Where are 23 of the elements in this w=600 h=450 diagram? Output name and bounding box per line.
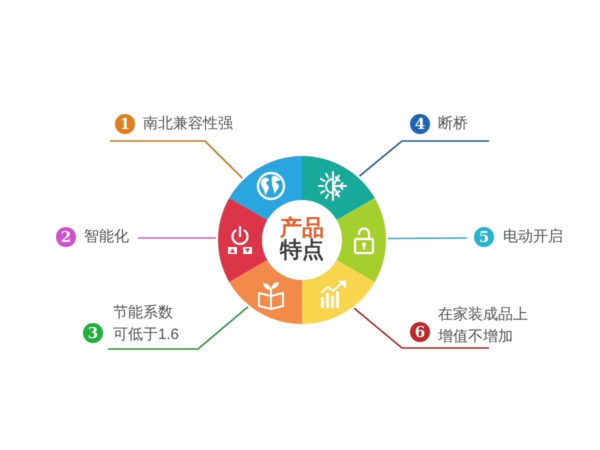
callout-label: 智能化	[84, 227, 129, 247]
callout-label: 在家装成品上增值不增加	[438, 305, 529, 347]
leader-line	[138, 237, 216, 239]
leader-line	[359, 140, 489, 177]
donut-segment	[218, 198, 268, 283]
callout-label: 电动开启	[503, 227, 563, 247]
callout-label: 断桥	[438, 114, 468, 134]
callout-number: 5	[474, 227, 494, 247]
leader-line	[354, 308, 489, 349]
leader-line	[110, 140, 243, 179]
callout-label: 南北兼容性强	[143, 114, 233, 134]
leader-line	[108, 306, 248, 350]
callout-label: 节能系数可低于1.6	[113, 303, 180, 345]
callout-number: 2	[56, 227, 76, 247]
donut-segment	[229, 260, 302, 324]
donut-segment	[336, 198, 386, 282]
callout-number: 6	[410, 322, 430, 342]
center-label: 特点	[280, 240, 324, 262]
donut-segment	[302, 260, 375, 324]
callout-number: 3	[83, 323, 103, 343]
callout-number: 1	[115, 114, 135, 134]
leader-line	[388, 237, 467, 240]
callout-number: 4	[410, 114, 430, 134]
